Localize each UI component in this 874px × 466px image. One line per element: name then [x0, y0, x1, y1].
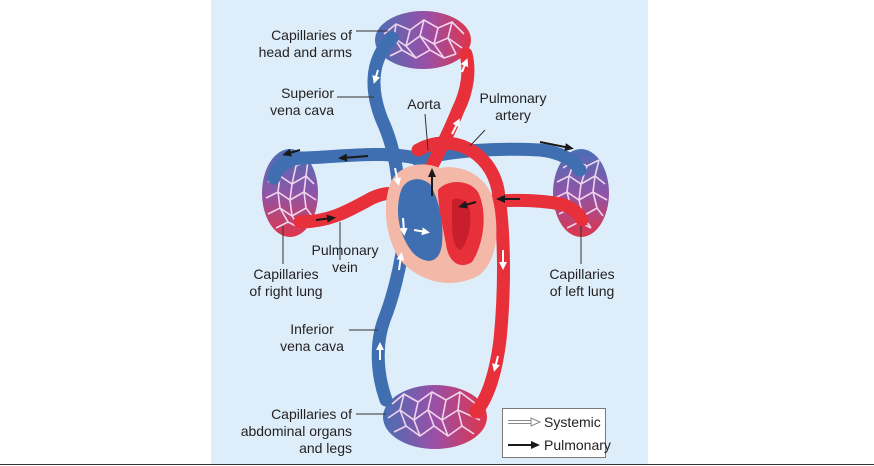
pulmonary-arrow-icon	[508, 441, 540, 449]
systemic-arrows	[372, 58, 507, 372]
legend-pulmonary: Pulmonary	[507, 436, 611, 454]
legend: Systemic Pulmonary	[502, 408, 611, 458]
label-superior-vena-cava: Superior vena cava	[270, 85, 334, 118]
label-capillaries-abdominal: Capillaries of abdominal organs and legs	[240, 406, 352, 456]
legend-systemic: Systemic	[507, 413, 601, 431]
capillaries-head-arms	[375, 11, 471, 69]
pulmonary-arrows	[282, 141, 574, 223]
label-pulmonary-vein: Pulmonary vein	[311, 242, 379, 275]
label-capillaries-right-lung: Capillaries of right lung	[249, 266, 323, 299]
leader-lines	[282, 30, 582, 415]
label-aorta: Aorta	[407, 96, 441, 112]
legend-systemic-label: Systemic	[544, 414, 601, 430]
bottom-rule	[0, 464, 874, 465]
legend-pulmonary-label: Pulmonary	[544, 437, 611, 453]
label-pulmonary-artery: Pulmonary artery	[479, 90, 547, 123]
label-capillaries-head-arms: Capillaries of head and arms	[258, 27, 352, 60]
capillaries-abdominal	[383, 385, 487, 449]
label-capillaries-left-lung: Capillaries of left lung	[549, 266, 615, 299]
systemic-arrow-icon	[508, 417, 541, 427]
label-inferior-vena-cava: Inferior vena cava	[280, 321, 344, 354]
